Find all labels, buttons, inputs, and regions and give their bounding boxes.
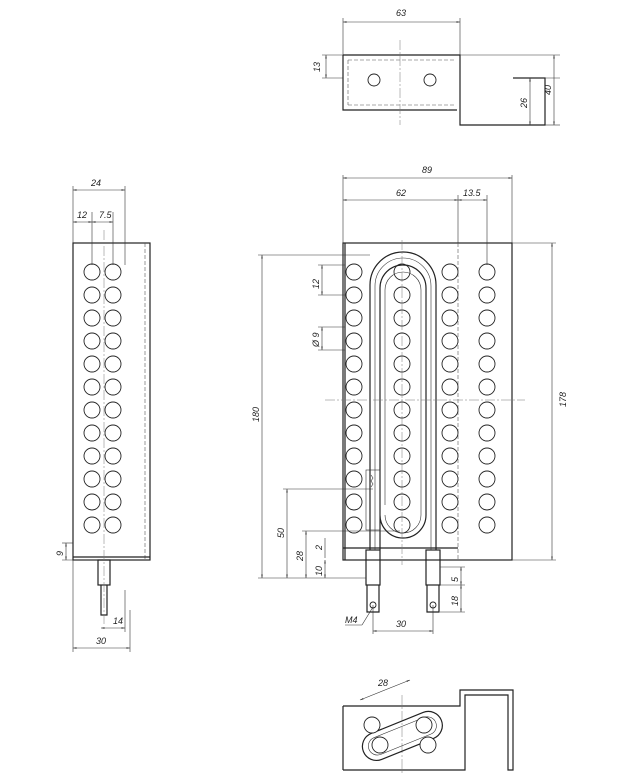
perforation-hole (104, 516, 122, 534)
perforation-hole (104, 378, 122, 396)
perforation-hole (345, 424, 363, 442)
dim-hole-diameter: Ø 9 (311, 332, 321, 348)
dim-10: 10 (314, 566, 324, 576)
perforation-hole (345, 516, 363, 534)
perforation-hole (83, 401, 101, 419)
perforation-hole (478, 286, 496, 304)
perforation-hole (441, 493, 459, 511)
perforation-hole (345, 401, 363, 419)
perforation-hole (441, 424, 459, 442)
perforation-hole (478, 470, 496, 488)
perforation-hole (478, 424, 496, 442)
dim-hole-pitch: 12 (311, 279, 321, 289)
perforation-hole (345, 263, 363, 281)
perforation-hole (345, 470, 363, 488)
perforation-hole (441, 378, 459, 396)
perforation-hole (345, 309, 363, 327)
dim-overall-height: 180 (251, 407, 261, 422)
dim-18: 18 (450, 596, 460, 606)
perforation-hole (478, 378, 496, 396)
perforation-hole (83, 286, 101, 304)
perforation-hole (478, 332, 496, 350)
perforation-hole (83, 263, 101, 281)
dim-plate-height: 178 (558, 392, 568, 407)
perforation-hole (83, 332, 101, 350)
dim-thread: M4 (345, 615, 358, 625)
perforation-hole (83, 516, 101, 534)
perforation-hole (104, 424, 122, 442)
dim-side-width: 24 (90, 178, 101, 188)
perforation-hole (83, 493, 101, 511)
perforation-hole (441, 355, 459, 373)
perforation-hole (441, 263, 459, 281)
perforation-hole (83, 424, 101, 442)
perforation-hole (478, 447, 496, 465)
perforation-hole (441, 401, 459, 419)
perforation-hole (104, 493, 122, 511)
dim-top-tab: 13 (312, 62, 322, 72)
perforation-hole (441, 286, 459, 304)
dim-5: 5 (450, 576, 460, 582)
perforation-hole (83, 470, 101, 488)
perforation-hole (441, 332, 459, 350)
perforation-hole (345, 332, 363, 350)
perforation-hole (441, 309, 459, 327)
perforation-hole (104, 309, 122, 327)
perforation-hole (345, 355, 363, 373)
perforation-hole (478, 516, 496, 534)
perforation-hole (345, 447, 363, 465)
dim-terminal-spacing: 30 (396, 619, 406, 629)
perforation-hole (478, 263, 496, 281)
perforation-hole (441, 470, 459, 488)
perforation-hole (345, 286, 363, 304)
dim-offset: 13.5 (463, 188, 482, 198)
side-view: 24 12 7.5 9 14 30 (55, 178, 151, 652)
bottom-view: 28 (342, 678, 514, 775)
perforation-hole (83, 447, 101, 465)
dim-top-bend: 26 (519, 98, 529, 109)
dim-bottom-28: 28 (377, 678, 388, 688)
dim-50: 50 (276, 528, 286, 538)
perforation-hole (83, 355, 101, 373)
fastener-icon (423, 73, 437, 87)
perforation-hole (478, 401, 496, 419)
dim-side-12: 12 (77, 210, 87, 220)
perforation-hole (104, 332, 122, 350)
dim-side-14: 14 (113, 616, 123, 626)
perforation-hole (345, 493, 363, 511)
perforation-hole (441, 516, 459, 534)
front-view: 89 62 13.5 178 180 12 Ø 9 50 28 2 10 5 1… (251, 165, 568, 634)
dim-top-height: 40 (543, 85, 553, 95)
dim-side-9: 9 (55, 551, 65, 556)
top-view: 63 13 26 40 (312, 8, 560, 126)
dim-total-width: 89 (422, 165, 432, 175)
perforation-hole (104, 447, 122, 465)
perforation-hole (478, 493, 496, 511)
dim-inner-width: 62 (396, 188, 406, 198)
perforation-hole (104, 401, 122, 419)
perforation-hole (345, 378, 363, 396)
perforation-hole (478, 309, 496, 327)
dim-2: 2 (314, 545, 324, 551)
dim-28: 28 (295, 551, 305, 562)
perforation-hole (478, 355, 496, 373)
perforation-hole (441, 447, 459, 465)
dim-side-30: 30 (96, 636, 106, 646)
perforation-hole (104, 286, 122, 304)
fastener-icon (367, 73, 381, 87)
perforation-hole (104, 470, 122, 488)
perforation-hole (104, 263, 122, 281)
dim-top-width: 63 (396, 8, 406, 18)
perforation-hole (104, 355, 122, 373)
dim-side-7-5: 7.5 (99, 210, 113, 220)
perforation-hole (83, 378, 101, 396)
perforation-hole (83, 309, 101, 327)
